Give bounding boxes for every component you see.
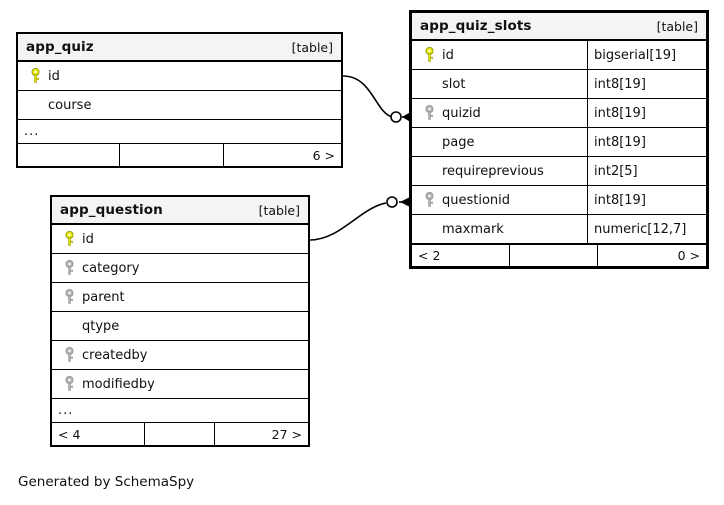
table-app-question-header: app_question [table] (52, 197, 308, 225)
table-app-question-footer: < 4 27 > (52, 423, 308, 445)
column-app-quiz-slots-quizid: quizid (412, 99, 587, 127)
table-app-quiz-header: app_quiz [table] (18, 34, 341, 62)
footer-parent-count[interactable]: < 2 (412, 245, 510, 266)
footer-parent-count[interactable]: < 4 (52, 423, 145, 445)
column-label: quizid (442, 105, 481, 121)
foreign-key-icon (420, 192, 438, 208)
column-app-question-category: category (52, 254, 308, 282)
table-app-question-tag: [table] (258, 202, 300, 218)
column-app-question-parent: parent (52, 283, 308, 311)
column-app-question-modifiedby: modifiedby (52, 370, 308, 398)
table-row[interactable]: parent (52, 283, 308, 312)
table-row[interactable]: questionid int8[19] (412, 186, 706, 215)
column-app-quiz-slots-id: id (412, 41, 587, 69)
table-row[interactable]: category (52, 254, 308, 283)
column-label: modifiedby (82, 376, 155, 392)
table-app-quiz-title: app_quiz (26, 39, 94, 55)
column-label: parent (82, 289, 125, 305)
column-label: requireprevious (442, 163, 544, 179)
column-app-question-id: id (52, 225, 308, 253)
column-app-quiz-id: id (18, 62, 341, 90)
footer-middle (510, 245, 598, 266)
table-row[interactable]: course (18, 91, 341, 120)
table-row[interactable]: quizid int8[19] (412, 99, 706, 128)
table-app-question-title: app_question (60, 202, 163, 218)
footer-middle (120, 144, 224, 166)
footer-child-count[interactable]: 6 > (312, 147, 335, 163)
column-type: int2[5] (587, 157, 706, 185)
column-label: page (442, 134, 475, 150)
footer-child-count[interactable]: 27 > (271, 426, 302, 442)
column-app-quiz-slots-page: page (412, 128, 587, 156)
relationship-question-to-slots (309, 202, 387, 241)
primary-key-icon (26, 68, 44, 84)
primary-key-icon (60, 231, 78, 247)
table-row[interactable]: id (18, 62, 341, 91)
column-type: numeric[12,7] (587, 215, 706, 243)
column-app-quiz-slots-requireprevious: requireprevious (412, 157, 587, 185)
column-label: createdby (82, 347, 148, 363)
table-app-quiz-slots-header: app_quiz_slots [table] (412, 13, 706, 41)
column-app-quiz-slots-slot: slot (412, 70, 587, 98)
table-app-quiz-slots[interactable]: app_quiz_slots [table] id bigserial[19] (409, 10, 709, 269)
column-type: int8[19] (587, 99, 706, 127)
column-label: id (48, 68, 60, 84)
column-app-question-qtype: qtype (52, 312, 308, 340)
foreign-key-icon (60, 289, 78, 305)
column-type: int8[19] (587, 128, 706, 156)
table-row[interactable]: page int8[19] (412, 128, 706, 157)
footer-middle (145, 423, 215, 445)
column-type: int8[19] (587, 70, 706, 98)
table-row[interactable]: id bigserial[19] (412, 41, 706, 70)
table-row[interactable]: maxmark numeric[12,7] (412, 215, 706, 244)
column-app-quiz-slots-questionid: questionid (412, 186, 587, 214)
table-row[interactable]: modifiedby (52, 370, 308, 399)
column-label: questionid (442, 192, 511, 208)
column-type: int8[19] (587, 186, 706, 214)
foreign-key-icon (60, 347, 78, 363)
relationship-quiz-endpoint-circle (390, 111, 402, 123)
foreign-key-icon (60, 260, 78, 276)
column-label: category (82, 260, 140, 276)
generated-by-note: Generated by SchemaSpy (18, 474, 195, 490)
relationship-quiz-to-slots (342, 75, 393, 118)
column-label: id (82, 231, 94, 247)
table-app-quiz-slots-tag: [table] (656, 18, 698, 34)
footer-parent-count[interactable] (18, 144, 120, 166)
table-row[interactable]: slot int8[19] (412, 70, 706, 99)
table-app-quiz-slots-title: app_quiz_slots (420, 18, 532, 34)
table-app-quiz-slots-footer: < 2 0 > (412, 244, 706, 266)
column-label: qtype (82, 318, 120, 334)
column-label: course (48, 97, 92, 113)
column-type: bigserial[19] (587, 41, 706, 69)
table-app-quiz-footer: 6 > (18, 144, 341, 166)
table-app-quiz-more-columns: ... (18, 120, 341, 144)
table-app-quiz-tag: [table] (291, 39, 333, 55)
relationship-question-endpoint-circle (386, 196, 398, 208)
primary-key-icon (420, 47, 438, 63)
footer-child-count[interactable]: 0 > (677, 248, 700, 263)
column-app-quiz-slots-maxmark: maxmark (412, 215, 587, 243)
table-app-question[interactable]: app_question [table] id (50, 195, 310, 447)
table-app-quiz[interactable]: app_quiz [table] id course (16, 32, 343, 168)
column-app-quiz-course: course (18, 91, 341, 119)
column-app-question-createdby: createdby (52, 341, 308, 369)
foreign-key-icon (60, 376, 78, 392)
table-row[interactable]: qtype (52, 312, 308, 341)
column-label: maxmark (442, 221, 504, 237)
table-row[interactable]: requireprevious int2[5] (412, 157, 706, 186)
foreign-key-icon (420, 105, 438, 121)
table-row[interactable]: createdby (52, 341, 308, 370)
table-row[interactable]: id (52, 225, 308, 254)
column-label: slot (442, 76, 466, 92)
column-label: id (442, 47, 454, 63)
table-app-question-more-columns: ... (52, 399, 308, 423)
